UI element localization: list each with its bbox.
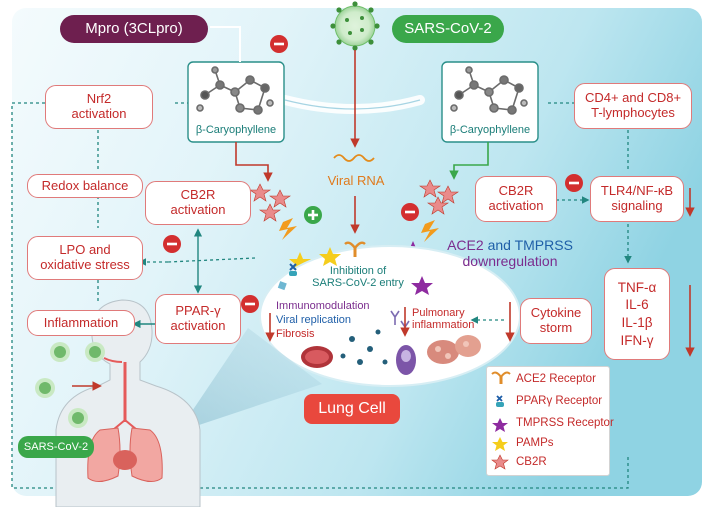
ppar-line-1: PPAR-γ: [175, 303, 221, 319]
ace2-line-1: ACE2 and TMPRSS: [447, 237, 573, 254]
cell-receptors: [277, 241, 433, 295]
viral-rep-label: Viral replication: [276, 313, 352, 326]
tmprss-word: TMPRSS: [514, 237, 573, 254]
cytokine-il1b: IL-1β: [621, 315, 653, 330]
cb2r-right-line-2: activation: [488, 198, 544, 213]
zoom-cone: [178, 328, 322, 432]
inhibition-line-2: SARS-CoV-2 entry: [312, 277, 404, 289]
downreg-word: downregulation: [462, 253, 558, 269]
right-ligand-cluster: [401, 179, 459, 260]
arrows-red: [235, 50, 360, 234]
lpo-box: LPO and oxidative stress: [27, 236, 143, 280]
legend-cb2r: CB2R: [516, 456, 547, 468]
cytokine-line-2: storm: [539, 320, 573, 335]
bcp-right-molecule: [450, 66, 528, 115]
inhibition-label: Inhibition of SARS-CoV-2 entry: [300, 262, 416, 292]
mpro-connector: [210, 26, 241, 62]
human-figure: [55, 299, 201, 507]
bcp-right-box: [441, 61, 539, 143]
cytokine-tnf: TNF-α: [617, 279, 657, 295]
pulmonary-label: Pulmonary inflammation: [412, 304, 492, 334]
ace2-downreg-label: ACE2 and TMPRSS downregulation: [440, 234, 580, 274]
ace2-word: ACE2: [447, 237, 484, 254]
tlr4-box: TLR4/NF-κB signaling: [590, 176, 684, 222]
bcp-left-molecule: [196, 66, 274, 115]
cytokines-box: TNF-α IL-6 IL-1β IFN-γ: [604, 268, 670, 360]
cb2r-left-box: CB2R activation: [145, 181, 251, 225]
lpo-line-2: oxidative stress: [40, 257, 130, 272]
legend-ppar: PPARγ Receptor: [516, 395, 603, 407]
virus-pill: SARS-CoV-2: [392, 15, 504, 43]
mpro-pill: Mpro (3CLpro): [60, 15, 208, 43]
fibrosis-label: Fibrosis: [276, 327, 315, 340]
membrane-band-outline: [284, 99, 421, 110]
right-dotted-connectors: [470, 130, 632, 324]
lung-cell-label: Lung Cell: [304, 394, 400, 424]
cytokine-box: Cytokine storm: [520, 298, 592, 344]
nrf2-line-2: activation: [71, 106, 127, 121]
cytokine-ifng: IFN-γ: [620, 332, 654, 348]
legend-tmprss: TMPRSS Receptor: [516, 417, 614, 429]
bcp-left-label: β-Caryophyllene: [195, 123, 277, 136]
tcells-line-1: CD4+ and CD8+: [584, 90, 682, 106]
inhibition-line-1: Inhibition of: [329, 264, 387, 277]
and-word: and: [487, 237, 511, 254]
cb2r-left-line-2: activation: [170, 202, 226, 217]
down-arrows: [265, 188, 695, 357]
cytokine-line-1: Cytokine: [530, 305, 582, 321]
left-dotted-connectors: [97, 130, 256, 304]
nrf2-line-1: Nrf2: [86, 91, 112, 107]
cb2r-right-box: CB2R activation: [475, 176, 557, 222]
redox-box: Redox balance: [27, 174, 143, 198]
legend-ace2: ACE2 Receptor: [516, 373, 596, 385]
tcells-line-2: T-lymphocytes: [591, 105, 675, 120]
inflammation-box: Inflammation: [27, 310, 135, 336]
immuno-label: Immunomodulation: [276, 299, 370, 312]
nrf2-box: Nrf2 activation: [45, 85, 153, 129]
arrow-green-right: [449, 142, 489, 180]
pulmonary-line-2: inflammation: [412, 319, 475, 331]
bcp-right-label: β-Caryophyllene: [449, 123, 531, 136]
inhibit-lpo-icon: [163, 235, 181, 253]
tlr4-line-1: TLR4/NF-κB: [600, 183, 674, 199]
inhibit-right-icon: [565, 174, 583, 192]
legend-pamps: PAMPs: [516, 437, 554, 449]
cytokine-il6: IL-6: [625, 297, 649, 313]
cb2r-left-line-1: CB2R: [180, 187, 216, 203]
ppar-box: PPAR-γ activation: [155, 294, 241, 344]
lpo-line-1: LPO and: [59, 242, 111, 258]
virus-particle: [330, 1, 380, 51]
cb2r-right-line-1: CB2R: [498, 183, 534, 199]
small-viruses: [35, 342, 105, 428]
tlr4-line-2: signaling: [611, 198, 663, 213]
ppar-line-2: activation: [170, 318, 226, 333]
viral-rna-label: Viral RNA: [327, 172, 385, 188]
pulmonary-line-1: Pulmonary: [412, 306, 465, 319]
cell-interior-icons: [301, 310, 481, 375]
sars-left-pill: SARS-CoV-2: [18, 436, 94, 458]
viral-rna-wave: [333, 154, 375, 162]
cell-inhibit-icon: [241, 295, 259, 313]
mpro-inhibit-icon: [270, 35, 288, 53]
tcells-box: CD4+ and CD8+ T-lymphocytes: [574, 83, 692, 129]
